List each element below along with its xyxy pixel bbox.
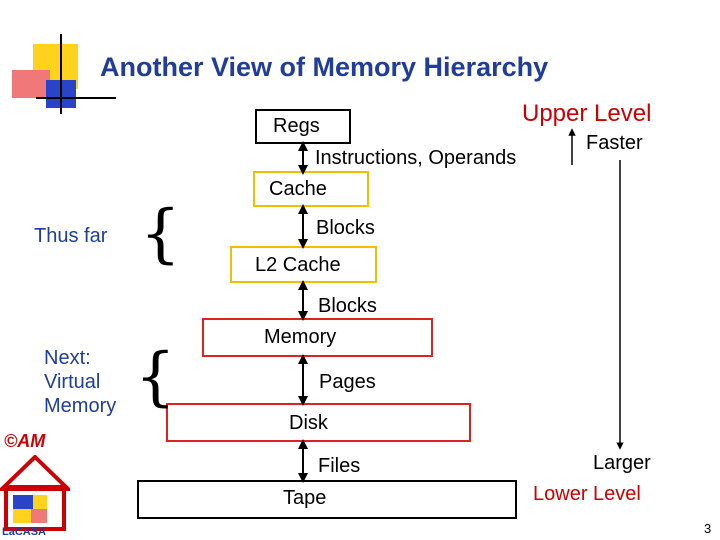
next-brace: { — [135, 340, 176, 414]
decor-vertical-line — [60, 34, 62, 114]
disk-box — [166, 403, 471, 442]
lacasa-house-logo — [0, 455, 70, 531]
lacasa-logo-text: LaCASA — [2, 526, 47, 538]
disk-label: Disk — [289, 412, 328, 434]
cache-label: Cache — [269, 178, 327, 200]
blocks-label-1: Blocks — [316, 217, 375, 239]
next-label-line1: Next: — [44, 347, 91, 369]
next-label-line3: Memory — [44, 395, 117, 417]
memory-label: Memory — [264, 326, 337, 348]
decor-horizontal-line — [36, 97, 116, 99]
memory-box — [202, 318, 433, 357]
upper-level-label: Upper Level — [522, 100, 652, 127]
next-label-line2: Virtual — [44, 371, 101, 393]
instructions-operands-label: Instructions, Operands — [315, 147, 517, 169]
tape-label: Tape — [283, 487, 327, 509]
thus-far-label: Thus far — [34, 225, 108, 247]
regs-label: Regs — [273, 115, 320, 137]
blocks-label-2: Blocks — [318, 295, 377, 317]
decor-red-square — [12, 70, 50, 98]
page-number: 3 — [704, 521, 712, 536]
cache-box — [253, 171, 369, 207]
thus-far-brace: { — [140, 197, 181, 271]
copyright-text: ©AM — [4, 431, 46, 451]
page-title: Another View of Memory Hierarchy — [100, 52, 549, 82]
files-label: Files — [318, 455, 361, 477]
faster-label: Faster — [586, 132, 643, 154]
tape-box — [137, 480, 517, 519]
l2cache-label: L2 Cache — [255, 254, 341, 276]
pages-label: Pages — [319, 371, 376, 393]
lower-level-label: Lower Level — [533, 483, 641, 505]
larger-label: Larger — [593, 452, 651, 474]
decor-corner — [0, 0, 120, 120]
